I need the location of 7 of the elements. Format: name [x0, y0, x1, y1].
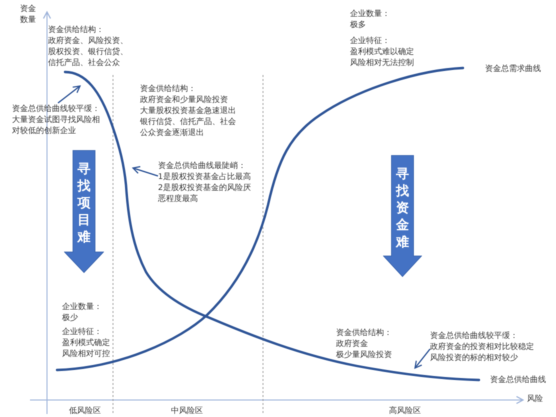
leader-arrow — [132, 166, 158, 177]
leader-arrow — [58, 85, 81, 104]
arrow-label: 寻找资金难 — [396, 166, 410, 251]
down-block-arrow — [64, 150, 104, 273]
down-block-arrow — [383, 155, 422, 277]
leader-arrow — [414, 348, 431, 369]
arrow-label: 寻找项目难 — [77, 161, 91, 246]
